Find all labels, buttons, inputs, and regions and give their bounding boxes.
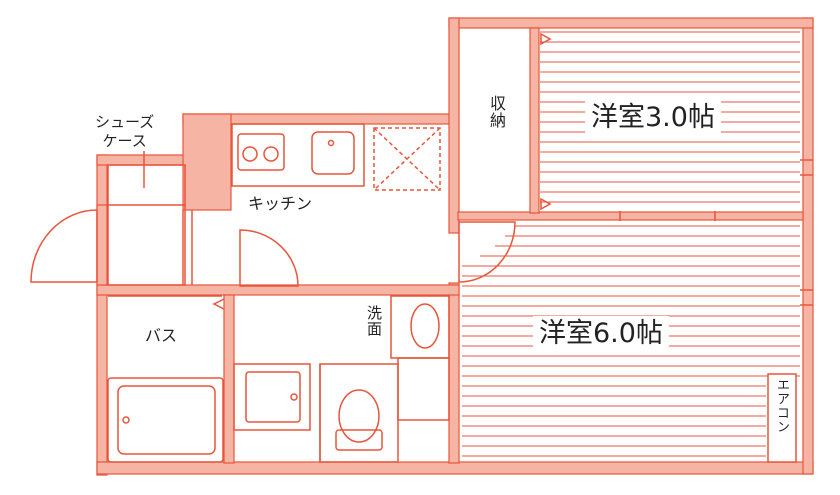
aircon-label: エアコン [774, 378, 789, 434]
floor-lines-large-room [462, 225, 800, 457]
wall-between-rooms [457, 211, 804, 221]
wall-storage-right [529, 27, 540, 214]
wall-top-right [448, 17, 814, 29]
storage-label: 収納 [487, 95, 506, 129]
entry-door-swing [30, 209, 98, 283]
wall-mid-horizontal [96, 284, 460, 296]
wall-left [96, 154, 108, 476]
bathtub [107, 377, 224, 463]
toilet-bowl [338, 389, 380, 443]
toilet-room [319, 363, 399, 463]
shoe-case [107, 164, 186, 286]
bath-marker [212, 298, 225, 310]
burner-right [263, 146, 279, 162]
storage-marker-bottom [540, 197, 552, 211]
toilet-bowl-tank [335, 429, 383, 451]
wall-lower-vertical [448, 282, 460, 464]
room-label-large: 洋室6.0帖 [533, 316, 669, 352]
wall-bath [223, 294, 235, 464]
room-label-small: 洋室3.0帖 [585, 100, 721, 136]
wall-mid-vertical [448, 17, 460, 234]
shoe-case-label: シューズ ケース [95, 113, 155, 151]
storage-marker-top [540, 32, 552, 46]
aircon-box [767, 373, 797, 463]
kitchen-label: キッチン [248, 190, 313, 214]
wall-entry-left [96, 204, 108, 286]
fridge-space [373, 127, 441, 191]
hall-door-swing [239, 229, 299, 287]
wall-bottom [96, 461, 814, 475]
kitchen-counter [231, 123, 365, 187]
washbasin-label: 洗面 [365, 305, 383, 337]
wall-entry-block [182, 113, 232, 211]
bath-label: バス [145, 322, 178, 346]
stove [237, 133, 285, 171]
burner-left [242, 146, 258, 162]
laundry-pan [233, 363, 311, 431]
wall-right [802, 17, 814, 475]
kitchen-sink [311, 131, 355, 175]
room-door-swing [458, 221, 516, 283]
